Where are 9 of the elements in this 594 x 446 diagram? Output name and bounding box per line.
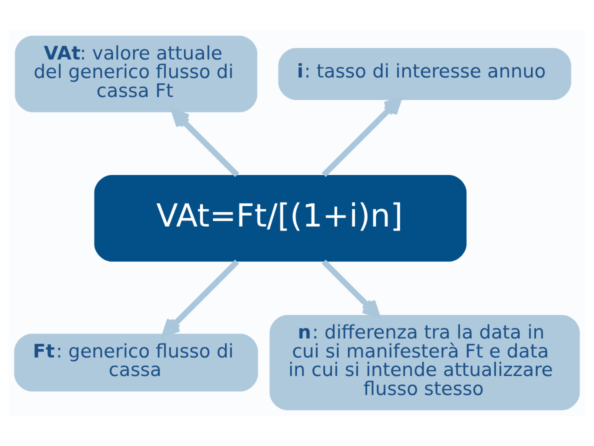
arrow: [172, 110, 240, 178]
node-box: n: differenza tra la data in cui si manifesterà Ft e data in cui si intende attualizzare flusso stesso: [270, 315, 580, 410]
arrow: [162, 260, 240, 336]
arrow: [322, 97, 402, 178]
node-box: i: tasso di interesse annuo: [278, 48, 572, 100]
node-box: VAt: valore attuale del generico flusso di cassa Ft: [14, 36, 258, 112]
node-box: Ft: generico flusso di cassa: [14, 334, 258, 392]
arrow: [322, 260, 380, 318]
node-box: VAt=Ft/[(1+i)n]: [94, 175, 467, 262]
